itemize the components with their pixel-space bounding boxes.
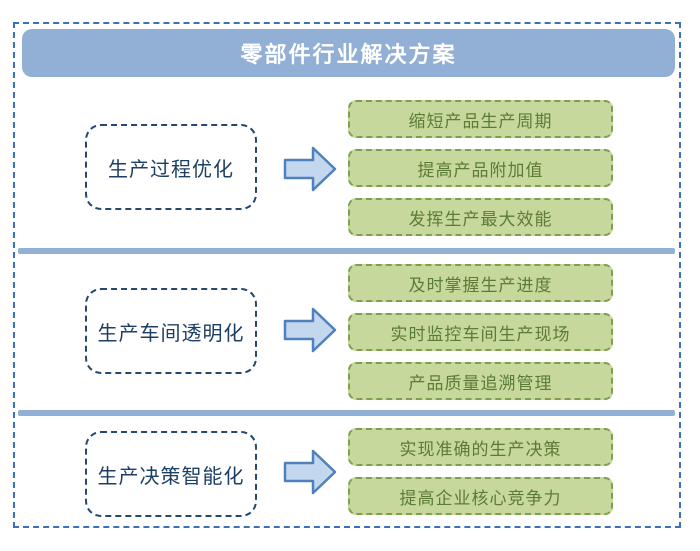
item-label: 发挥生产最大效能 (408, 209, 553, 229)
item-box: 缩短产品生产周期 (348, 100, 613, 138)
item-label: 实时监控车间生产现场 (390, 324, 571, 344)
block-right-arrow-icon (283, 449, 337, 495)
item-box: 实现准确的生产决策 (348, 428, 613, 466)
block-right-arrow-icon (283, 146, 337, 192)
diagram-title: 零部件行业解决方案 (240, 42, 457, 67)
item-box: 实时监控车间生产现场 (348, 313, 613, 351)
outer-dashed-border (13, 22, 681, 528)
section-divider (18, 248, 675, 254)
item-box: 产品质量追溯管理 (348, 362, 613, 400)
block-right-arrow-icon (283, 307, 337, 353)
item-label: 产品质量追溯管理 (408, 373, 553, 393)
category-box-production-process: 生产过程优化 (85, 124, 257, 210)
item-label: 缩短产品生产周期 (408, 111, 553, 131)
item-label: 提高企业核心竞争力 (399, 488, 562, 508)
item-box: 提高企业核心竞争力 (348, 477, 613, 515)
category-label: 生产过程优化 (108, 158, 234, 181)
item-box: 及时掌握生产进度 (348, 264, 613, 302)
item-label: 实现准确的生产决策 (399, 439, 562, 459)
category-label: 生产车间透明化 (97, 322, 245, 345)
item-box: 发挥生产最大效能 (348, 198, 613, 236)
category-box-decision-intelligence: 生产决策智能化 (85, 431, 257, 517)
section-divider (18, 410, 675, 416)
item-label: 提高产品附加值 (417, 160, 544, 180)
item-label: 及时掌握生产进度 (408, 275, 553, 295)
category-box-workshop-transparency: 生产车间透明化 (85, 288, 257, 374)
item-box: 提高产品附加值 (348, 149, 613, 187)
diagram-title-bar: 零部件行业解决方案 (22, 29, 675, 77)
category-label: 生产决策智能化 (97, 465, 245, 488)
